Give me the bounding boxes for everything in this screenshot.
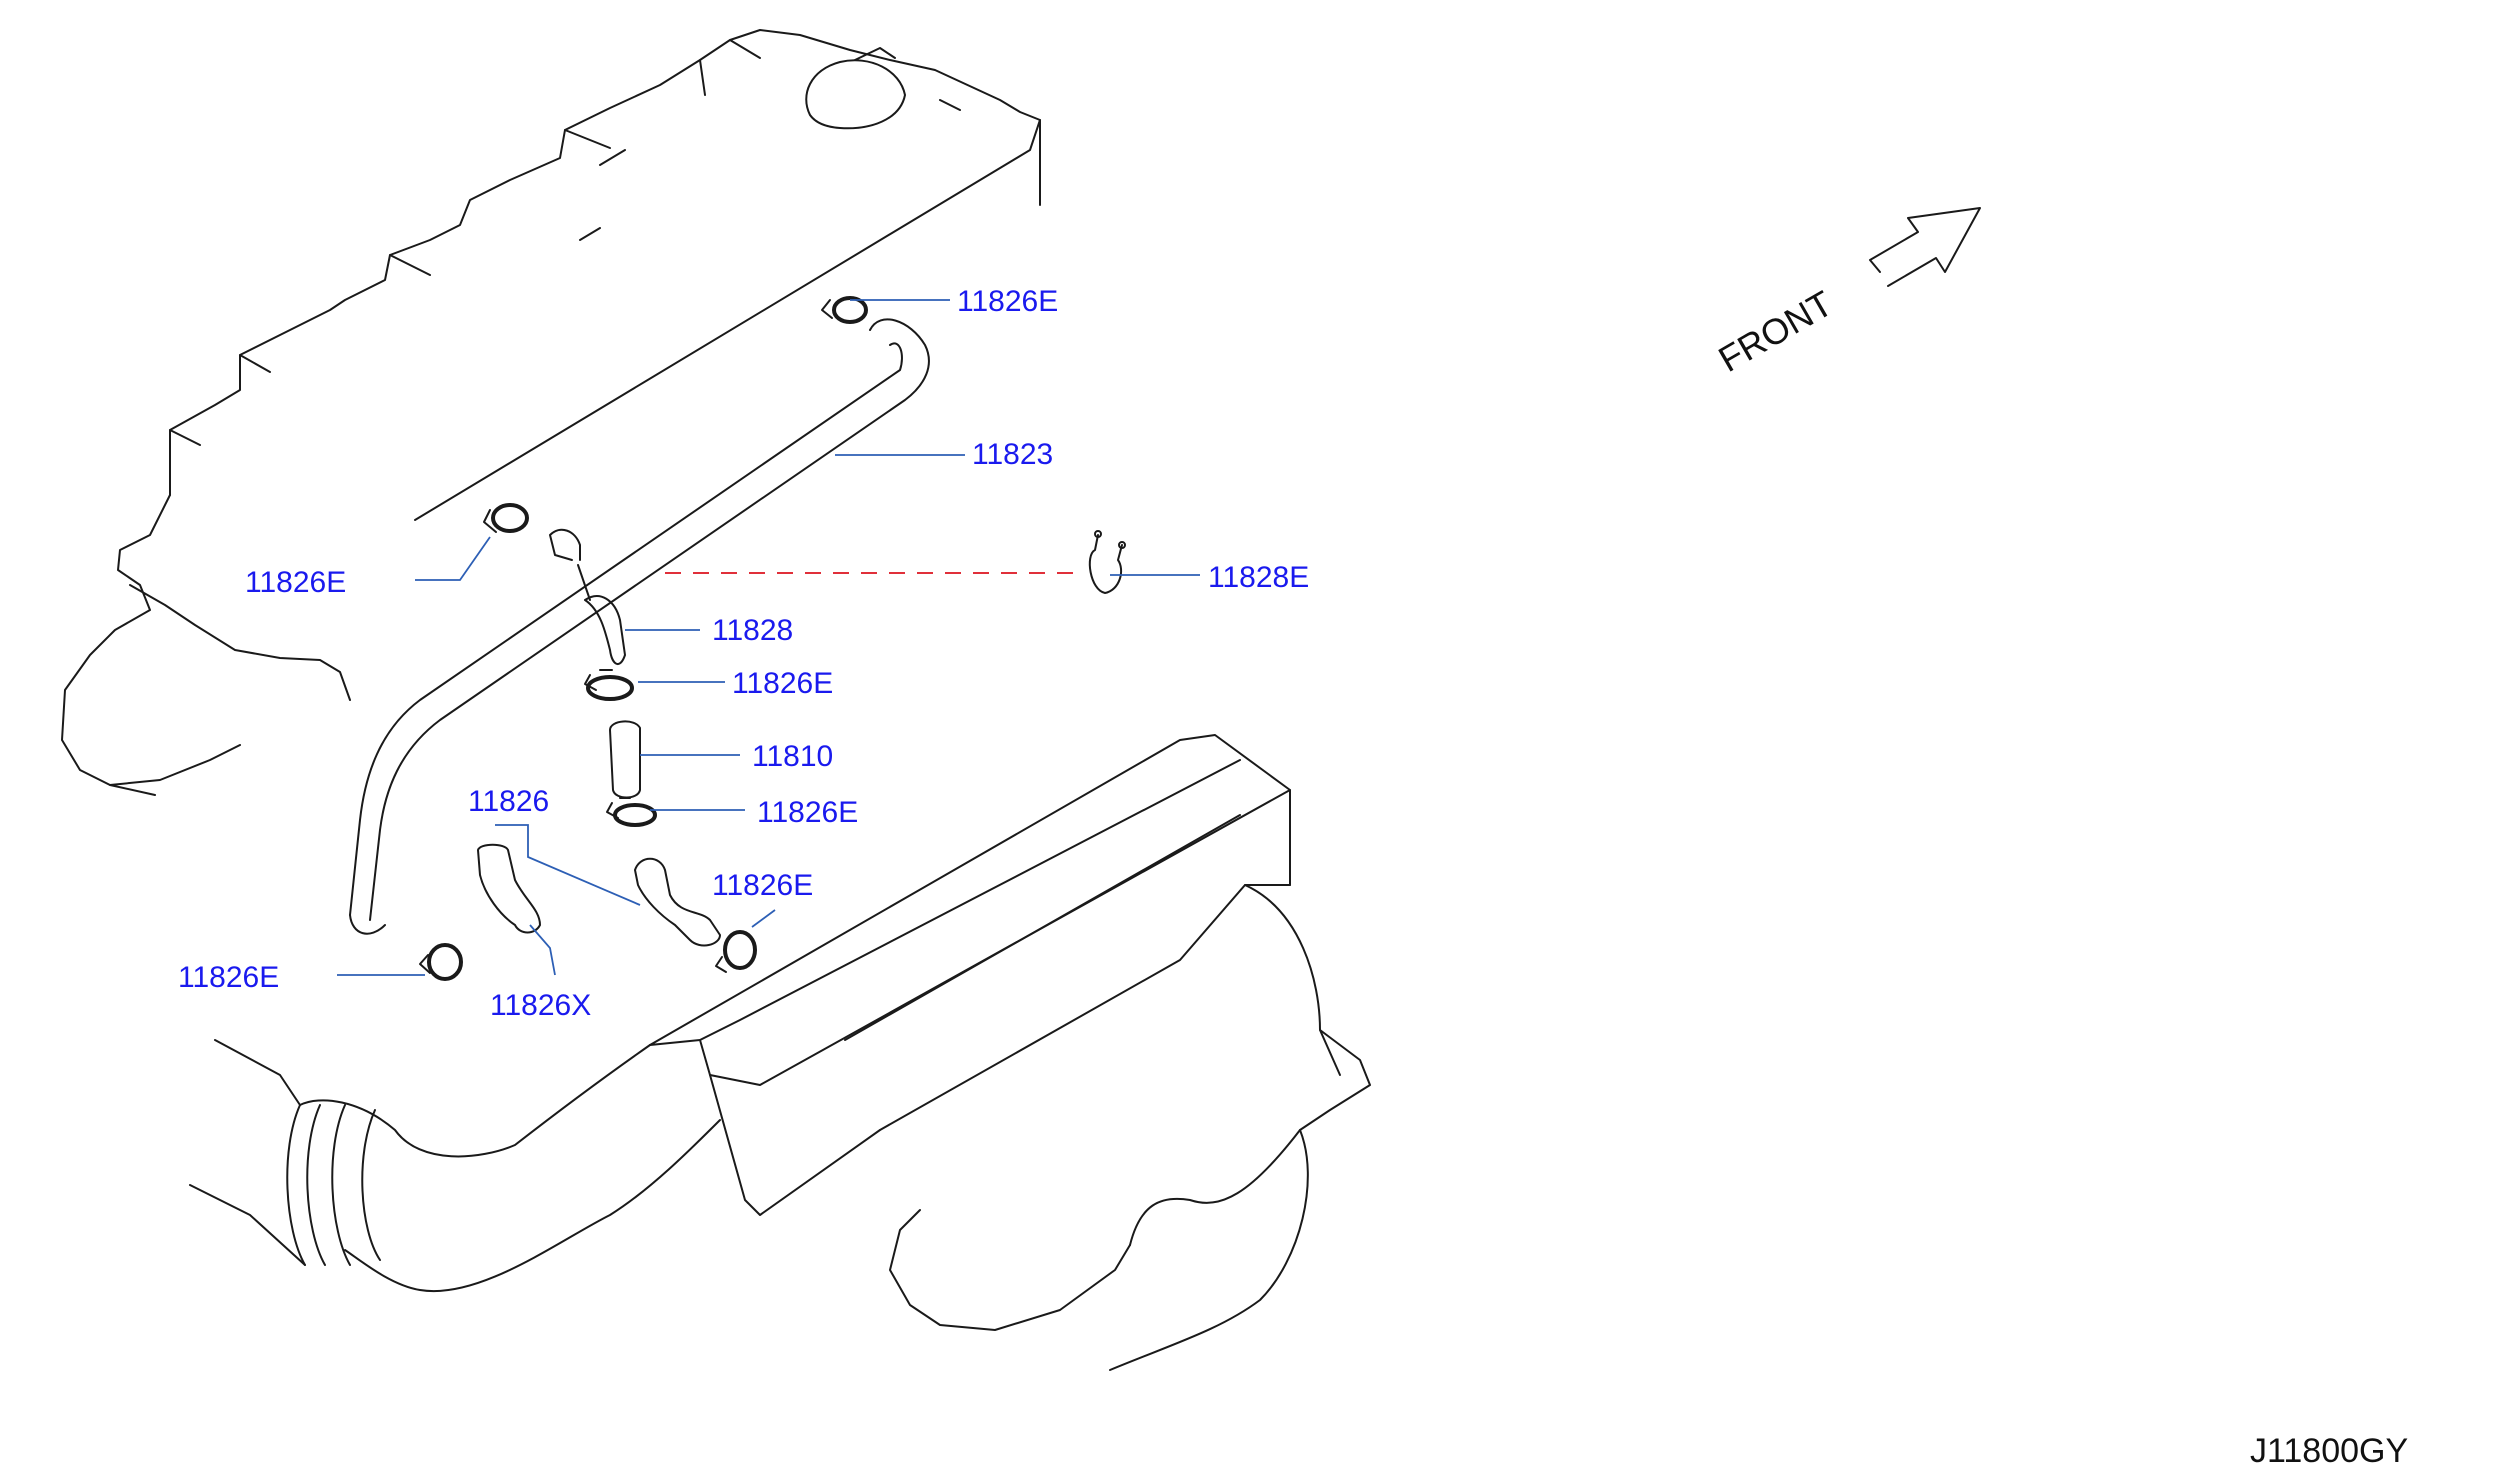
callout-11828[interactable]: 11828 bbox=[712, 614, 793, 647]
callout-11826x[interactable]: 11826X bbox=[490, 989, 591, 1022]
leader-lines bbox=[337, 299, 1200, 976]
clamp-left-upper bbox=[483, 503, 529, 533]
callout-11810[interactable]: 11810 bbox=[752, 740, 833, 773]
callout-11828e[interactable]: 11828E bbox=[1208, 561, 1309, 594]
front-label: FRONT bbox=[1712, 282, 1840, 380]
hose-11826-shape bbox=[634, 857, 721, 947]
callout-11826e-lower-right[interactable]: 11826E bbox=[712, 869, 813, 902]
hose-11826x-shape bbox=[477, 843, 541, 934]
callout-11826e-mid1[interactable]: 11826E bbox=[732, 667, 833, 700]
clamp-top bbox=[821, 296, 868, 324]
callout-11826e-left-upper[interactable]: 11826E bbox=[245, 566, 346, 599]
clamp-lower-right bbox=[715, 930, 757, 973]
callout-11826e-mid2[interactable]: 11826E bbox=[757, 796, 858, 829]
front-arrow-icon bbox=[1869, 207, 1981, 287]
callout-11823[interactable]: 11823 bbox=[972, 438, 1053, 471]
hose-11810-shape bbox=[609, 720, 641, 799]
hose-11823-shape bbox=[349, 318, 930, 935]
callout-11826[interactable]: 11826 bbox=[468, 785, 549, 818]
clamp-mid2 bbox=[606, 797, 657, 827]
callout-11826e-top[interactable]: 11826E bbox=[957, 285, 1058, 318]
clip-11828e-shape bbox=[1088, 530, 1126, 594]
diagram-code: J11800GY bbox=[2250, 1432, 2408, 1470]
engine-head-outline bbox=[61, 29, 1041, 796]
front-direction-indicator: FRONT bbox=[1712, 207, 1981, 380]
hose-11828-shape bbox=[549, 528, 626, 665]
clamp-mid1 bbox=[584, 669, 634, 701]
clamp-lower-left bbox=[419, 943, 463, 981]
intake-duct-outline bbox=[189, 734, 1371, 1371]
callout-11826e-lower-left[interactable]: 11826E bbox=[178, 961, 279, 994]
